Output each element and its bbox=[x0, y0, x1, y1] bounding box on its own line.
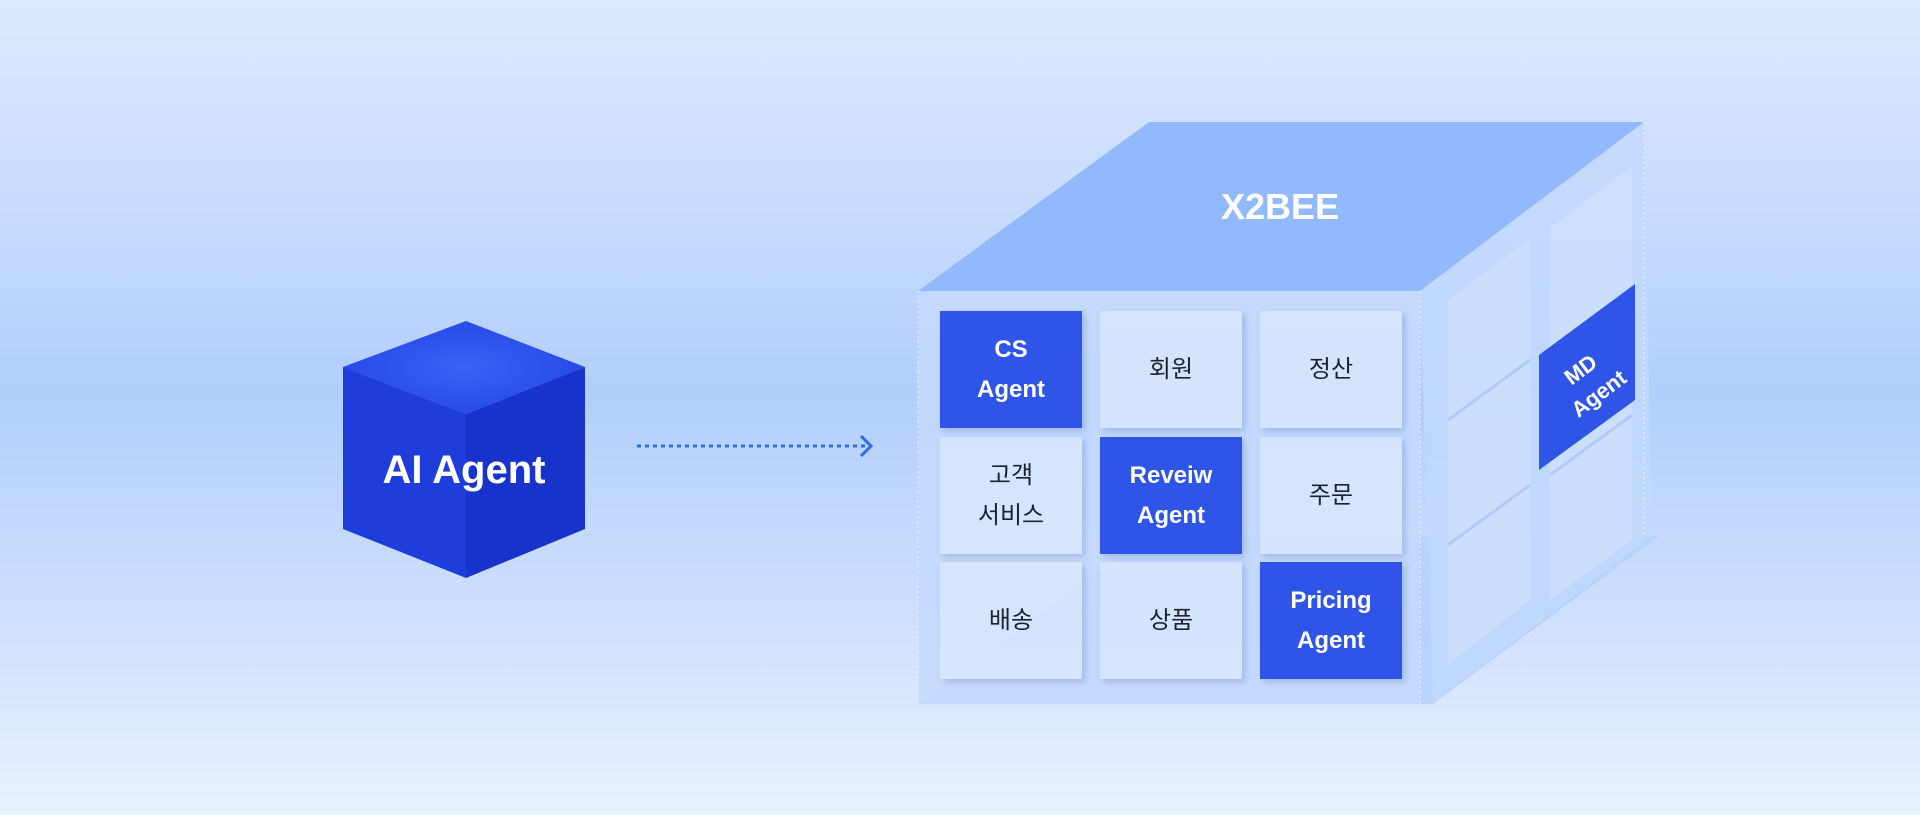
cell-member: 회원 bbox=[1100, 311, 1242, 428]
cell-product: 상품 bbox=[1100, 562, 1242, 679]
cell-settlement: 정산 bbox=[1260, 311, 1402, 428]
cell-order: 주문 bbox=[1260, 437, 1402, 554]
ai-agent-cube bbox=[343, 321, 585, 578]
cell-pricing-agent: Pricing Agent bbox=[1260, 562, 1402, 679]
ai-agent-label: AI Agent bbox=[382, 448, 546, 492]
platform-title: X2BEE bbox=[1220, 186, 1340, 227]
cube-top-face bbox=[918, 122, 1644, 291]
cell-customer-service: 고객 서비스 bbox=[940, 437, 1082, 554]
cell-delivery: 배송 bbox=[940, 562, 1082, 679]
cell-cs-agent: CS Agent bbox=[940, 311, 1082, 428]
dotted-arrow bbox=[637, 434, 874, 458]
cell-review-agent: Reveiw Agent bbox=[1100, 437, 1242, 554]
md-agent-panel bbox=[1539, 284, 1635, 470]
